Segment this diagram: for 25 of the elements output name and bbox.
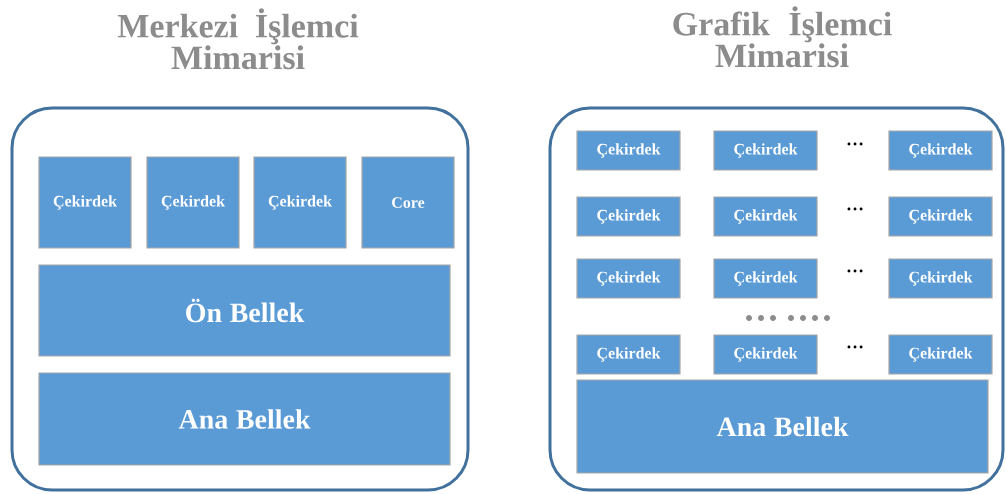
core-box: Çekirdek [888, 196, 993, 237]
core-box: Çekirdek [576, 258, 681, 299]
core-box: Çekirdek [888, 258, 993, 299]
core-box: Çekirdek [253, 156, 347, 249]
memory-box: Ana Bellek [38, 372, 451, 466]
core-box: Core [361, 156, 455, 249]
memory-box: Ana Bellek [576, 379, 989, 474]
ellipsis: … [847, 345, 863, 349]
core-box: Çekirdek [146, 156, 240, 249]
ellipsis: … [847, 269, 863, 273]
core-box: Çekirdek [888, 130, 993, 171]
core-box: Çekirdek [38, 156, 132, 249]
heading: Merkezi İşlemci Mimarisi [117, 8, 359, 70]
core-box: Çekirdek [576, 334, 681, 375]
core-box: Çekirdek [713, 258, 818, 299]
core-box: Çekirdek [713, 196, 818, 237]
ellipsis: … [847, 142, 863, 146]
core-box: Çekirdek [713, 334, 818, 375]
heading: Grafik İşlemci Mimarisi [673, 6, 892, 68]
memory-box: Ön Bellek [38, 264, 451, 357]
ellipsis: … [847, 207, 863, 211]
core-box: Çekirdek [888, 334, 993, 375]
core-box: Çekirdek [576, 196, 681, 237]
core-box: Çekirdek [576, 130, 681, 171]
core-box: Çekirdek [713, 130, 818, 171]
